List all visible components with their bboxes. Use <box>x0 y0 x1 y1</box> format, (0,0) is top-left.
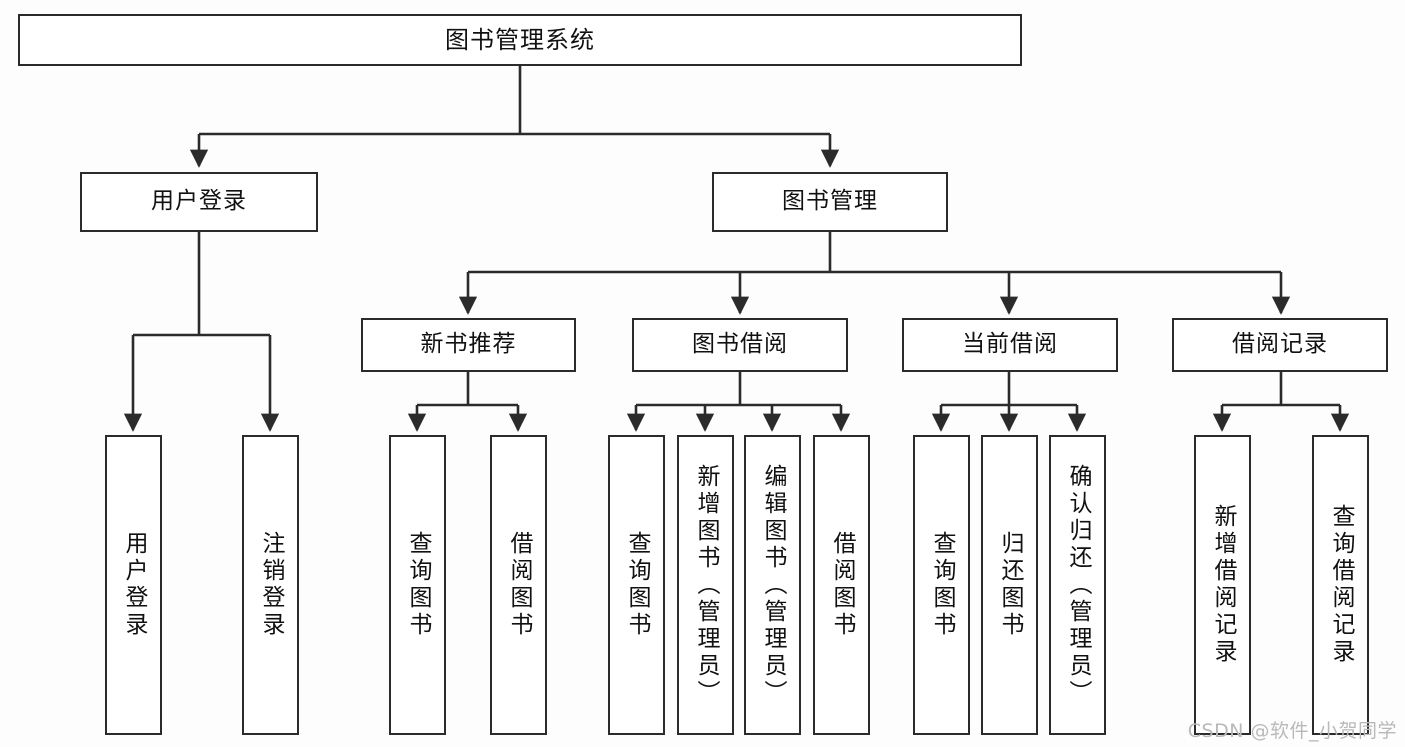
node-leaf-borrow-book-recommend-label: 借阅图书 <box>506 531 532 639</box>
node-leaf-add-borrow-record[interactable]: 新增借阅记录 <box>1194 435 1251 735</box>
node-leaf-user-login[interactable]: 用户登录 <box>105 435 162 735</box>
node-leaf-query-book-label: 查询图书 <box>624 531 650 639</box>
node-leaf-query-book-recommend[interactable]: 查询图书 <box>389 435 446 735</box>
node-leaf-edit-book-admin-label: 编辑图书（管理员） <box>760 463 786 707</box>
node-leaf-return-book-label: 归还图书 <box>997 531 1023 639</box>
node-leaf-query-borrow-record[interactable]: 查询借阅记录 <box>1312 435 1369 735</box>
node-leaf-query-book[interactable]: 查询图书 <box>608 435 665 735</box>
node-new-book-recommend-label: 新书推荐 <box>420 331 517 358</box>
node-book-management-label: 图书管理 <box>782 188 878 215</box>
node-leaf-edit-book-admin[interactable]: 编辑图书（管理员） <box>744 435 801 735</box>
node-leaf-user-login-label: 用户登录 <box>121 531 147 639</box>
node-book-borrow-label: 图书借阅 <box>692 331 788 358</box>
node-current-borrow[interactable]: 当前借阅 <box>902 318 1118 372</box>
node-leaf-add-borrow-record-label: 新增借阅记录 <box>1210 504 1236 666</box>
node-leaf-add-book-admin-label: 新增图书（管理员） <box>693 463 719 707</box>
node-leaf-confirm-return-admin-label: 确认归还（管理员） <box>1065 463 1091 707</box>
node-user-login-label: 用户登录 <box>151 188 247 215</box>
node-user-login[interactable]: 用户登录 <box>80 172 318 232</box>
node-book-management[interactable]: 图书管理 <box>712 172 948 232</box>
node-leaf-borrow-book-recommend[interactable]: 借阅图书 <box>490 435 547 735</box>
node-leaf-query-book-recommend-label: 查询图书 <box>405 531 431 639</box>
node-leaf-return-book[interactable]: 归还图书 <box>981 435 1038 735</box>
node-book-borrow[interactable]: 图书借阅 <box>632 318 848 372</box>
node-new-book-recommend[interactable]: 新书推荐 <box>361 318 576 372</box>
node-leaf-borrow-book-label: 借阅图书 <box>829 531 855 639</box>
node-root-book-management-system[interactable]: 图书管理系统 <box>18 14 1022 66</box>
node-leaf-query-book-current[interactable]: 查询图书 <box>913 435 970 735</box>
node-borrow-record[interactable]: 借阅记录 <box>1172 318 1388 372</box>
node-borrow-record-label: 借阅记录 <box>1232 331 1328 358</box>
node-leaf-borrow-book[interactable]: 借阅图书 <box>813 435 870 735</box>
node-leaf-logout[interactable]: 注销登录 <box>242 435 299 735</box>
node-current-borrow-label: 当前借阅 <box>962 331 1058 358</box>
node-root-label: 图书管理系统 <box>445 25 595 54</box>
node-leaf-query-borrow-record-label: 查询借阅记录 <box>1328 504 1354 666</box>
node-leaf-confirm-return-admin[interactable]: 确认归还（管理员） <box>1049 435 1106 735</box>
node-leaf-logout-label: 注销登录 <box>258 531 284 639</box>
node-leaf-add-book-admin[interactable]: 新增图书（管理员） <box>677 435 734 735</box>
node-leaf-query-book-current-label: 查询图书 <box>929 531 955 639</box>
